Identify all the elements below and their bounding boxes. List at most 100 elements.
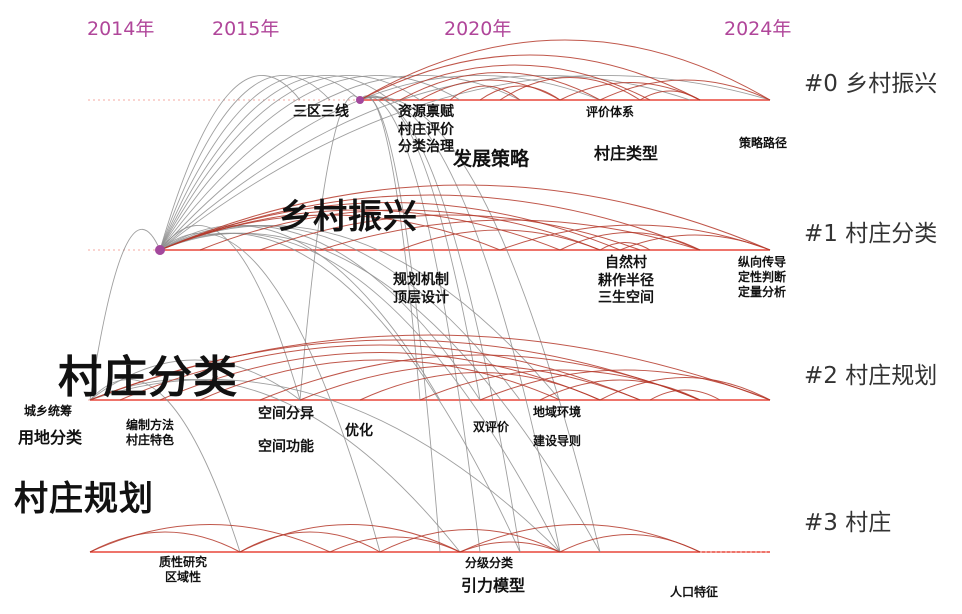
cluster-label-3: #3 村庄 [804, 510, 892, 536]
keyword-renkou-tezheng: 人口特征 [670, 585, 719, 599]
keyword-xiangcun-zhenxing: 乡村振兴 [278, 197, 418, 237]
arc-red-38 [89, 524, 331, 553]
arc-gray-30 [89, 379, 561, 553]
keyword-chengxiang-tongchou: 城乡统筹 [24, 404, 73, 418]
keyword-bianzhi-fangfa: 编制方法 [126, 418, 175, 432]
arc-gray-3 [159, 75, 391, 251]
arc-red-17 [259, 214, 641, 251]
arc-red-18 [319, 219, 701, 251]
cluster-label-2: #2 村庄规划 [804, 363, 938, 389]
arc-red-27 [159, 352, 601, 401]
arc-red-29 [259, 354, 701, 401]
arc-gray-22 [359, 96, 561, 553]
arc-gray-31 [89, 379, 241, 553]
arc-red-34 [539, 379, 701, 401]
arc-red-26 [119, 344, 641, 401]
arc-gray-16 [159, 225, 441, 401]
keyword-cunzhuang-guihua: 村庄规划 [14, 479, 154, 519]
arc-gray-8 [159, 75, 691, 251]
keyword-fenlei-zhili: 分类治理 [398, 139, 454, 155]
keyword-diyu-huanjing: 地域环境 [533, 405, 582, 419]
keyword-dingxing-panduan: 定性判断 [738, 270, 787, 284]
keyword-zongxiang-chuandao: 纵向传导 [738, 255, 787, 269]
arc-red-33 [479, 369, 771, 401]
year-label-2014: 2014年 [87, 18, 155, 40]
keyword-group-ziran: 自然村 耕作半径 三生空间 [598, 255, 654, 308]
arc-red-8 [559, 82, 701, 101]
cluster-label-0: #0 乡村振兴 [804, 71, 938, 97]
keyword-guihua-jizhi: 规划机制 [393, 272, 449, 288]
keyword-group-guihua: 规划机制 顶层设计 [393, 272, 449, 307]
keyword-yongdi-fenlei: 用地分类 [18, 428, 83, 447]
arc-gray-0 [159, 75, 301, 251]
arc-red-25 [89, 339, 701, 401]
arc-gray-23 [359, 96, 601, 553]
keyword-group-zhixing: 质性研究 区域性 [159, 555, 207, 585]
arc-red-6 [479, 85, 561, 101]
arc-red-10 [639, 90, 701, 101]
arc-gray-18 [159, 232, 381, 553]
keyword-sanqu-sanxian: 三区三线 [293, 104, 349, 120]
arc-red-5 [449, 85, 521, 101]
keyword-cunzhuang-fenlei: 村庄分类 [58, 352, 238, 403]
year-label-2020: 2020年 [444, 18, 512, 40]
arc-red-45 [559, 534, 701, 553]
arc-red-4 [419, 79, 561, 101]
arc-red-31 [359, 372, 601, 401]
arc-red-2 [379, 64, 651, 101]
arc-red-35 [599, 377, 771, 401]
cluster-label-1: #1 村庄分类 [804, 221, 938, 247]
arc-red-19 [399, 229, 601, 251]
keyword-kongjian-gongneng: 空间功能 [258, 439, 314, 455]
keyword-ziran-cun: 自然村 [605, 255, 647, 271]
arc-red-0 [359, 39, 771, 101]
keyword-sansheng-kongjian: 三生空间 [598, 290, 654, 306]
keyword-ziyuan-binfu: 资源禀赋 [398, 104, 454, 120]
keyword-yinli-moxing: 引力模型 [461, 576, 526, 595]
keyword-group-zongxiang: 纵向传导 定性判断 定量分析 [738, 255, 786, 300]
keyword-gengzuo-banjing: 耕作半径 [598, 272, 654, 289]
arc-red-28 [199, 359, 561, 401]
keyword-group-bianzhi: 编制方法 村庄特色 [126, 418, 174, 448]
arc-red-30 [299, 364, 641, 401]
arc-red-1 [359, 54, 701, 101]
keyword-group-ziyuan: 资源禀赋 村庄评价 分类治理 [398, 104, 454, 157]
keyword-dingliang-fenxi: 定量分析 [738, 285, 787, 299]
arc-red-11 [159, 184, 771, 251]
keyword-cunzhuang-pingjia: 村庄评价 [398, 121, 454, 138]
arc-red-3 [399, 72, 601, 101]
arc-red-40 [239, 524, 461, 553]
arc-red-9 [599, 79, 771, 101]
arc-gray-25 [359, 96, 441, 553]
keyword-shuang-pingjia: 双评价 [473, 420, 510, 434]
arc-gray-29 [89, 379, 461, 553]
arc-red-21 [559, 232, 701, 251]
arc-red-20 [499, 224, 771, 251]
keyword-jianshe-daoze: 建设导则 [533, 434, 582, 448]
arc-gray-24 [299, 95, 361, 401]
year-label-2015: 2015年 [212, 18, 280, 40]
arc-red-37 [89, 531, 241, 553]
node-hub-2020 [356, 96, 364, 104]
year-label-2024: 2024年 [724, 18, 792, 40]
keyword-cunzhuang-leixing: 村庄类型 [594, 144, 659, 163]
keyword-youhua: 优化 [345, 423, 373, 439]
keyword-cunzhuang-tese: 村庄特色 [126, 433, 175, 447]
arc-gray-9 [159, 75, 771, 251]
arc-gray-27 [89, 229, 161, 401]
arc-gray-15 [159, 232, 561, 553]
keyword-fazhan-celue: 发展策略 [453, 148, 530, 170]
arc-red-32 [419, 369, 701, 401]
node-hub-2014 [155, 245, 165, 255]
arc-red-39 [239, 531, 381, 553]
keyword-celue-lujing: 策略路径 [739, 136, 788, 150]
arc-red-41 [329, 536, 461, 553]
arc-red-36 [649, 389, 721, 401]
keyword-pingjia-tixi: 评价体系 [586, 105, 635, 119]
arc-red-16 [199, 209, 601, 251]
arc-gray-20 [359, 95, 481, 401]
keyword-zhixing-yanjiu: 质性研究 [159, 555, 208, 569]
arc-gray-28 [89, 359, 301, 401]
